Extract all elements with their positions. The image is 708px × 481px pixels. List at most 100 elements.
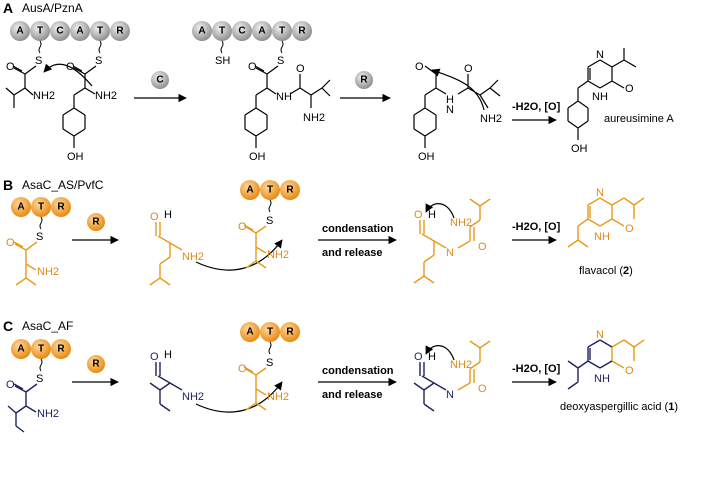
nh-label: NH <box>276 91 292 103</box>
isoleucine-thioester-bonds <box>7 383 38 433</box>
leucinal-bonds <box>149 222 183 286</box>
panel-c-letter: C <box>3 318 13 334</box>
dipeptide-bonds <box>244 65 331 148</box>
domain-circle <box>151 71 169 89</box>
domain-circle <box>51 339 71 359</box>
domain-label: R <box>298 26 306 37</box>
sulfur-label: S <box>95 55 102 67</box>
oxygen-label: O <box>625 83 634 95</box>
product-name: flavacol (2) <box>579 265 633 277</box>
nh-label: NH <box>592 91 608 103</box>
n-label: N <box>446 104 454 116</box>
amine-label: NH2 <box>267 391 289 403</box>
ile-part-bonds <box>413 362 447 412</box>
oxygen-label: O <box>6 379 15 391</box>
domain-circle <box>212 21 232 41</box>
panel-a-title: AusA/PznA <box>22 1 83 15</box>
product-number: 1 <box>668 401 674 413</box>
n-label: N <box>596 329 604 341</box>
domain-label: R <box>92 359 100 370</box>
domain-circle <box>11 339 31 359</box>
leucyl-thioester-bonds <box>243 366 267 411</box>
amine-label: NH2 <box>480 113 502 125</box>
amine-label: NH2 <box>450 217 472 229</box>
n-label: N <box>596 49 604 61</box>
hydroxyl-label: OH <box>249 151 266 163</box>
wavy-tether <box>98 40 102 54</box>
product-name: deoxyaspergillic acid (1) <box>560 401 678 413</box>
domain-circle <box>110 21 130 41</box>
amine-label: NH2 <box>267 249 289 261</box>
domain-circle <box>280 180 300 200</box>
panel-a-carrier-2: A T C A T R <box>192 21 312 41</box>
tyrosine-bonds <box>62 65 97 148</box>
domain-circle <box>51 197 71 217</box>
valine-bonds <box>5 65 37 108</box>
panel-b: B AsaC_AS/PvfC A T R S O NH2 R O H NH2 A… <box>3 177 645 286</box>
oxygen-label: O <box>464 63 473 75</box>
product-number: 2 <box>623 265 629 277</box>
amine-label: NH2 <box>182 251 204 263</box>
deoxyaspergillic-leu-bonds <box>611 339 645 369</box>
step-conditions: -H2O, [O] <box>512 221 561 233</box>
panel-a-letter: A <box>3 0 13 16</box>
oxygen-label: O <box>6 237 15 249</box>
domain-label: R <box>57 202 65 213</box>
product-name-text: flavacol <box>579 265 616 277</box>
domain-circle <box>11 197 31 217</box>
oxygen-label: O <box>150 211 159 223</box>
product-name-text: deoxyaspergillic acid <box>560 401 662 413</box>
domain-circle <box>90 21 110 41</box>
domain-label: A <box>246 185 253 196</box>
wavy-tether <box>220 40 224 54</box>
aureusimine-bonds <box>567 48 637 140</box>
deoxyaspergillic-ile-bonds <box>567 339 613 390</box>
curved-arrow <box>431 68 485 111</box>
domain-label: T <box>279 26 285 37</box>
panel-b-title: AsaC_AS/PvfC <box>22 178 104 192</box>
product-name: aureusimine A <box>604 113 674 125</box>
domain-label: C <box>56 26 63 37</box>
domain-label: R <box>286 185 294 196</box>
wavy-tether <box>280 40 284 54</box>
oxygen-label: O <box>150 351 159 363</box>
domain-label: A <box>17 202 24 213</box>
leu-leu-aldehyde-bonds <box>413 198 491 284</box>
amine-label: NH2 <box>37 408 59 420</box>
oxygen-label: O <box>238 221 247 233</box>
condensation-label: condensation <box>322 223 394 235</box>
domain-circle <box>252 21 272 41</box>
domain-label: T <box>38 202 44 213</box>
domain-label: T <box>219 26 225 37</box>
domain-label: T <box>37 26 43 37</box>
oxygen-label: O <box>238 363 247 375</box>
domain-circle <box>10 21 30 41</box>
amine-label: NH2 <box>182 391 204 403</box>
oxygen-label: O <box>415 61 424 73</box>
wavy-tether <box>39 216 43 230</box>
wavy-tether <box>39 358 43 372</box>
oxygen-label: O <box>414 209 423 221</box>
domain-label: A <box>16 26 23 37</box>
hydroxyl-label: OH <box>418 151 435 163</box>
domain-circle <box>70 21 90 41</box>
panel-a-carrier-1: A T C A T R <box>10 21 130 41</box>
nh-label: NH <box>594 373 610 385</box>
condensation-label: condensation <box>322 365 394 377</box>
flavacol-bonds <box>567 197 645 248</box>
leucyl-thioester-bonds <box>243 224 267 269</box>
hydrogen-label: H <box>164 349 172 361</box>
hydrogen-label: H <box>428 209 436 221</box>
domain-label: T <box>267 327 273 338</box>
domain-circle <box>280 322 300 342</box>
nh-label: H <box>446 94 454 106</box>
curved-arrow <box>195 239 283 271</box>
domain-circle <box>260 322 280 342</box>
domain-circle <box>355 71 373 89</box>
oxygen-label: O <box>6 61 15 73</box>
nh-label: N <box>446 389 454 401</box>
wavy-tether <box>38 40 42 54</box>
sulfur-label: S <box>35 55 42 67</box>
oxygen-label: O <box>625 223 634 235</box>
